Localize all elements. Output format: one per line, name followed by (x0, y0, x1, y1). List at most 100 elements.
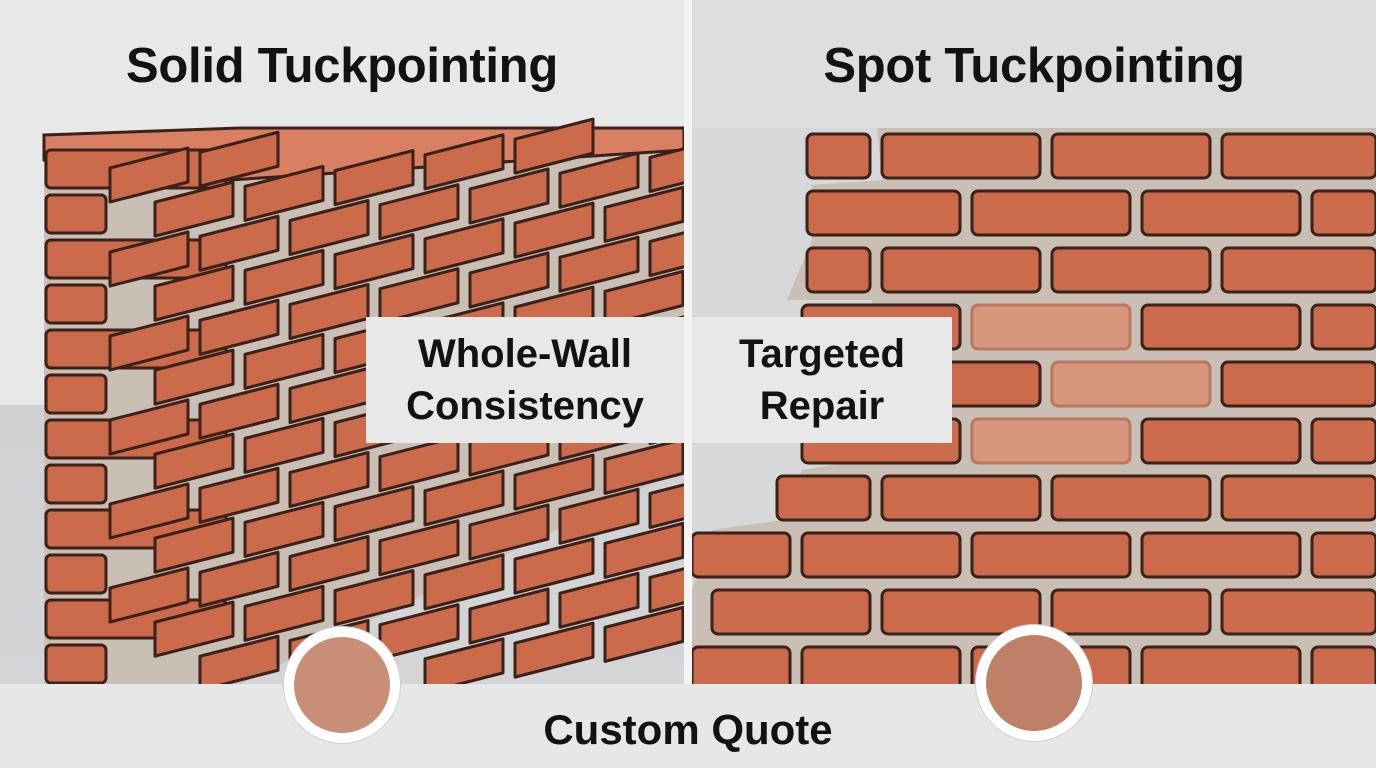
wall-brick (44, 643, 108, 684)
wall-brick (333, 485, 415, 543)
wall-brick (558, 235, 640, 293)
wall-brick (970, 531, 1132, 579)
wall-brick (1220, 246, 1376, 294)
wall-brick (378, 519, 460, 577)
wall-brick (558, 487, 640, 545)
custom-quote-label: Custom Quote (543, 706, 833, 753)
wall-brick (378, 183, 460, 241)
wall-brick (1220, 360, 1376, 408)
wall-brick (692, 645, 792, 684)
wall-brick (880, 474, 1042, 522)
wall-brick (513, 621, 595, 679)
wall-brick (423, 217, 505, 275)
wall-brick (805, 246, 872, 294)
wall-brick (1220, 474, 1376, 522)
wall-brick (468, 587, 550, 645)
wall-brick (198, 634, 280, 684)
wall-brick (108, 566, 190, 624)
wall-brick (198, 298, 280, 356)
wall-brick (1050, 474, 1212, 522)
wall-brick (1140, 417, 1302, 465)
targeted-repair-label: Targeted Repair (692, 317, 952, 443)
wall-brick (603, 605, 684, 663)
wall-brick (1050, 246, 1212, 294)
wall-brick (468, 167, 550, 225)
wall-brick (108, 146, 190, 204)
wall-brick (423, 637, 505, 684)
panel-divider (684, 0, 692, 684)
wall-brick (648, 231, 684, 277)
solid-mortar-color-swatch (284, 627, 400, 743)
wall-brick (423, 553, 505, 611)
wall-brick (153, 432, 235, 490)
wall-brick (805, 132, 872, 180)
wall-brick (800, 531, 962, 579)
whole-wall-consistency-label: Whole-Wall Consistency (366, 317, 684, 443)
wall-brick (1310, 531, 1376, 579)
wall-brick (710, 588, 872, 636)
wall-brick (1220, 132, 1376, 180)
wall-brick (648, 483, 684, 529)
wall-brick (775, 474, 872, 522)
wall-brick (513, 537, 595, 595)
wall-brick (1310, 303, 1376, 351)
wall-brick (800, 645, 962, 684)
wall-brick (603, 269, 684, 327)
wall-brick (1310, 189, 1376, 237)
wall-brick (603, 437, 684, 495)
wall-brick (423, 133, 505, 191)
wall-brick (558, 571, 640, 629)
wall-brick (333, 149, 415, 207)
wall-brick (1220, 588, 1376, 636)
wall-brick (153, 348, 235, 406)
repaired-brick (1050, 360, 1212, 408)
wall-brick (198, 214, 280, 272)
wall-brick (108, 230, 190, 288)
solid-tuckpointing-panel: Solid Tuckpointing (0, 0, 684, 684)
wall-brick (805, 189, 962, 237)
spot-tuckpointing-title: Spot Tuckpointing (823, 39, 1245, 93)
solid-tuckpointing-title: Solid Tuckpointing (126, 39, 558, 93)
wall-brick (153, 516, 235, 574)
wall-brick (880, 132, 1042, 180)
targeted-repair-text: Targeted Repair (739, 332, 905, 428)
wall-brick (1050, 588, 1212, 636)
wall-brick (288, 535, 370, 592)
wall-brick (44, 553, 108, 595)
wall-brick (44, 283, 108, 325)
wall-brick (333, 569, 415, 627)
wall-brick (198, 382, 280, 440)
wall-brick (513, 201, 595, 259)
wall-brick (1140, 531, 1302, 579)
wall-brick (243, 500, 325, 558)
wall-brick (1140, 189, 1302, 237)
repaired-brick (970, 303, 1132, 351)
wall-brick (153, 180, 235, 238)
wall-brick (198, 466, 280, 524)
wall-brick (692, 531, 792, 579)
repaired-brick (970, 417, 1132, 465)
wall-brick (970, 189, 1132, 237)
wall-brick (378, 267, 460, 325)
whole-wall-consistency-text: Whole-Wall Consistency (406, 332, 644, 428)
wall-brick (423, 469, 505, 527)
wall-brick (333, 233, 415, 291)
wall-brick (558, 151, 640, 209)
wall-brick (243, 164, 325, 222)
wall-brick (513, 117, 595, 175)
wall-brick (378, 435, 460, 493)
wall-brick (378, 603, 460, 661)
wall-brick (243, 332, 325, 390)
wall-brick (603, 521, 684, 579)
wall-brick (44, 463, 108, 505)
wall-brick (153, 600, 235, 658)
wall-brick (108, 482, 190, 540)
wall-brick (880, 246, 1042, 294)
solid-brick-wall-illustration (42, 117, 684, 684)
wall-brick (513, 453, 595, 511)
wall-brick (198, 130, 280, 188)
wall-brick (468, 251, 550, 309)
wall-brick (198, 550, 280, 608)
wall-brick (243, 584, 325, 642)
wall-brick (1050, 132, 1212, 180)
